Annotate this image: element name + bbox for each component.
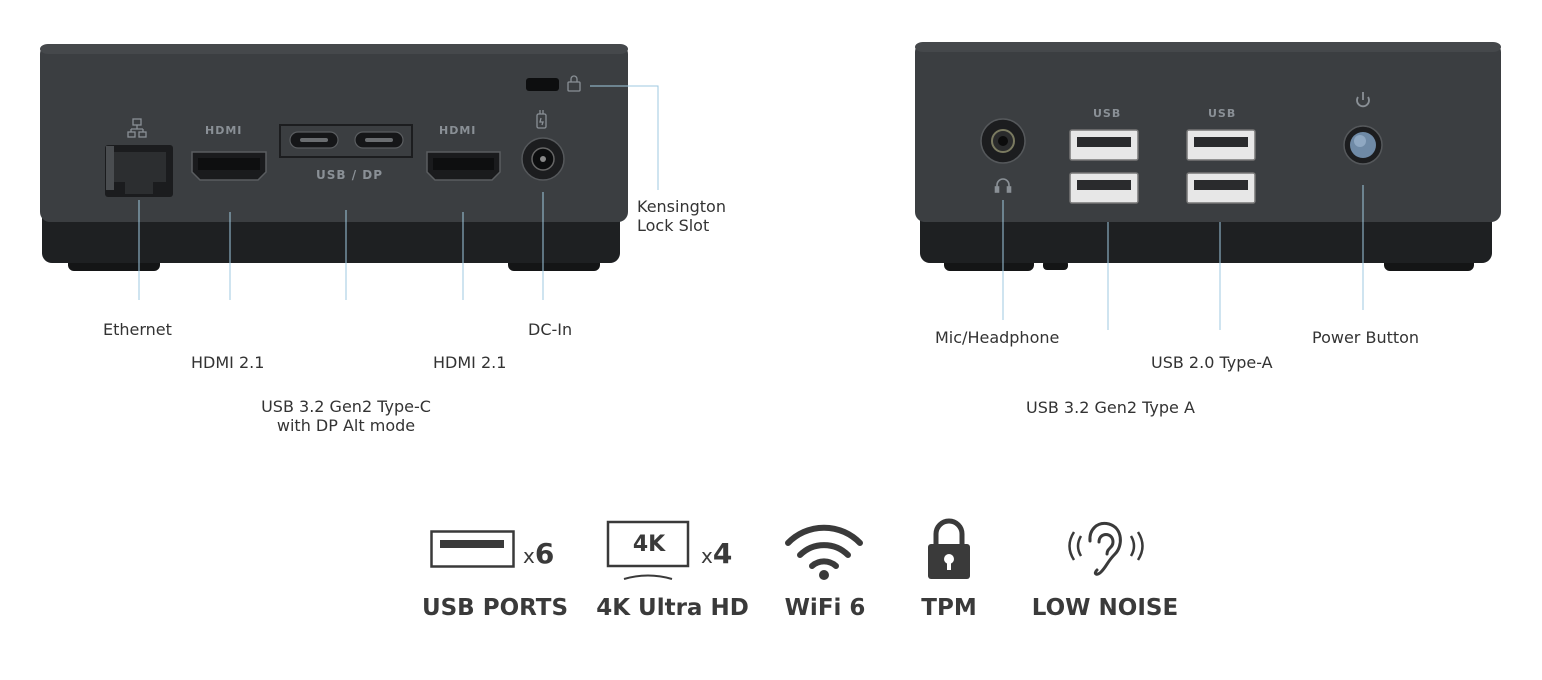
audio-jack — [980, 118, 1026, 164]
hdmi-port-2 — [426, 151, 501, 181]
wifi-icon — [785, 524, 863, 580]
kensington-callout-line2: Lock Slot — [637, 216, 710, 235]
4k-title: 4K Ultra HD — [596, 595, 749, 621]
kensington-slot — [526, 78, 559, 91]
usb-label-2: USB — [1208, 107, 1237, 120]
4k-count: x4 — [701, 537, 733, 570]
usb-title: USB PORTS — [421, 595, 569, 621]
usb-label-1: USB — [1093, 107, 1122, 120]
usb-c-ports — [279, 124, 413, 158]
right-device-illustration — [915, 42, 1501, 330]
power-button[interactable] — [1343, 125, 1383, 165]
usb20-callout: USB 2.0 Type-A — [1151, 353, 1273, 372]
usb32-ports — [1069, 129, 1139, 204]
left-callout-lines — [138, 85, 659, 300]
mic-callout: Mic/Headphone — [935, 328, 1060, 347]
4k-icon-text: 4K — [632, 532, 666, 557]
hdmi-label-2: HDMI — [439, 124, 477, 137]
headphone-icon — [994, 178, 1012, 193]
usb20-ports — [1186, 129, 1256, 204]
usbc-callout: USB 3.2 Gen2 Type-C with DP Alt mode — [246, 397, 446, 435]
dc-in-callout: DC-In — [528, 320, 573, 339]
right-callout-lines — [1002, 185, 1364, 330]
hdmi-callout-1: HDMI 2.1 — [191, 353, 265, 372]
hdmi-label-1: HDMI — [205, 124, 243, 137]
hdmi-port-1 — [191, 151, 267, 181]
ethernet-port — [105, 145, 173, 197]
usbc-callout-line2: with DP Alt mode — [276, 416, 416, 435]
dc-in-port — [521, 137, 565, 181]
usb32-callout: USB 3.2 Gen2 Type A — [1026, 398, 1195, 417]
monitor-icon — [606, 520, 690, 580]
power-callout: Power Button — [1312, 328, 1420, 347]
power-icon — [1356, 92, 1370, 108]
wifi-title: WiFi 6 — [784, 595, 866, 621]
usb-dp-label: USB / DP — [316, 168, 384, 182]
ear-icon — [1068, 521, 1144, 576]
left-device-illustration — [40, 44, 659, 300]
kensington-callout-line1: Kensington — [637, 197, 726, 216]
usb-port-icon — [430, 530, 515, 568]
kensington-callout: Kensington Lock Slot — [637, 197, 726, 235]
ethernet-callout: Ethernet — [103, 320, 172, 339]
dc-power-icon — [536, 110, 547, 129]
hdmi-callout-2: HDMI 2.1 — [433, 353, 507, 372]
padlock-icon — [928, 518, 970, 579]
network-icon — [127, 118, 147, 138]
tpm-title: TPM — [921, 595, 977, 621]
low-noise-title: LOW NOISE — [1031, 595, 1179, 621]
usb-count: x6 — [523, 537, 555, 570]
lock-icon — [567, 75, 581, 92]
usbc-callout-line1: USB 3.2 Gen2 Type-C — [261, 397, 431, 416]
